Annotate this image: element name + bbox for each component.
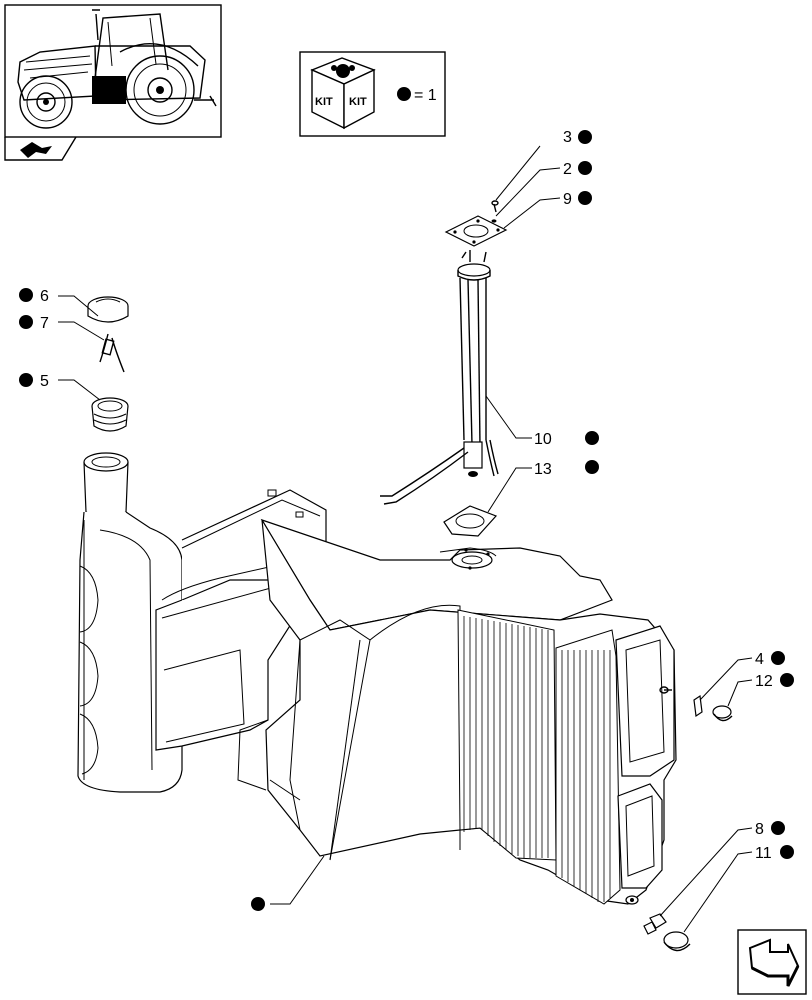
- callout-number: 2: [563, 161, 572, 178]
- cap-retaining-strap: [99, 333, 125, 373]
- callout-11: 11: [755, 845, 794, 862]
- leader-lines: [58, 145, 753, 933]
- callout-number: 12: [755, 673, 773, 690]
- callout-number: 7: [40, 315, 49, 332]
- back-arrow-icon[interactable]: [20, 142, 52, 158]
- sender-hardware: [444, 200, 508, 247]
- callout-number: 11: [755, 845, 772, 862]
- callout-5: 5: [19, 373, 49, 390]
- callout-dot: [19, 373, 33, 387]
- callout-dot: [780, 845, 794, 859]
- callout-dot: [585, 431, 599, 445]
- callout-dot: [780, 673, 794, 687]
- callout-dot: [578, 161, 592, 175]
- callout-9: 9: [563, 191, 592, 208]
- callout-7: 7: [19, 315, 49, 332]
- callout-10: 10: [534, 431, 599, 448]
- callout-dot: [771, 821, 785, 835]
- callout-8: 8: [755, 821, 785, 838]
- callout-dot: [771, 651, 785, 665]
- callout-12: 12: [755, 673, 794, 690]
- callout-number: 9: [563, 191, 572, 208]
- next-page-arrow-icon[interactable]: [737, 929, 807, 995]
- legend-dot: [397, 87, 411, 101]
- callout-dot: [251, 897, 265, 911]
- callout-number: 4: [755, 651, 764, 668]
- protective-cap-11: [663, 931, 691, 952]
- tractor-locator-icon: [4, 4, 222, 161]
- callout-2: 2: [563, 161, 592, 178]
- drain-plug: [643, 913, 667, 935]
- callout-number: 5: [40, 373, 49, 390]
- cooling-fins-left: [463, 616, 549, 858]
- callout-dot: [578, 130, 592, 144]
- kit-label-left: KIT: [315, 96, 333, 108]
- callout-dot: [19, 288, 33, 302]
- callout-dot: [19, 315, 33, 329]
- fuel-sender-unit: [380, 250, 499, 505]
- sender-lower-gasket: [443, 505, 498, 537]
- filler-neck-adapter: [91, 397, 129, 432]
- filler-cap: [87, 296, 129, 323]
- callout-number: 10: [534, 431, 552, 448]
- callout-3: 3: [563, 129, 592, 146]
- kit-label-right: KIT: [349, 96, 367, 108]
- kit-box-icon: KIT KIT: [310, 57, 376, 130]
- kit-legend: KIT KIT = 1: [299, 51, 446, 137]
- callout-6: 6: [19, 288, 49, 305]
- callout-tank: [251, 897, 265, 911]
- clip-part: [693, 694, 703, 718]
- callout-4: 4: [755, 651, 785, 668]
- callout-number: 3: [563, 129, 572, 146]
- fuel-tank: [77, 452, 677, 905]
- callout-dot: [578, 191, 592, 205]
- callout-dot: [585, 460, 599, 474]
- callout-number: 8: [755, 821, 764, 838]
- plug-cap-12: [712, 705, 733, 722]
- callout-13: 13: [534, 460, 599, 478]
- cooling-fins-right: [561, 650, 611, 902]
- callout-number: 6: [40, 288, 49, 305]
- callout-number: 13: [534, 461, 552, 478]
- legend-equals-text: = 1: [414, 87, 437, 104]
